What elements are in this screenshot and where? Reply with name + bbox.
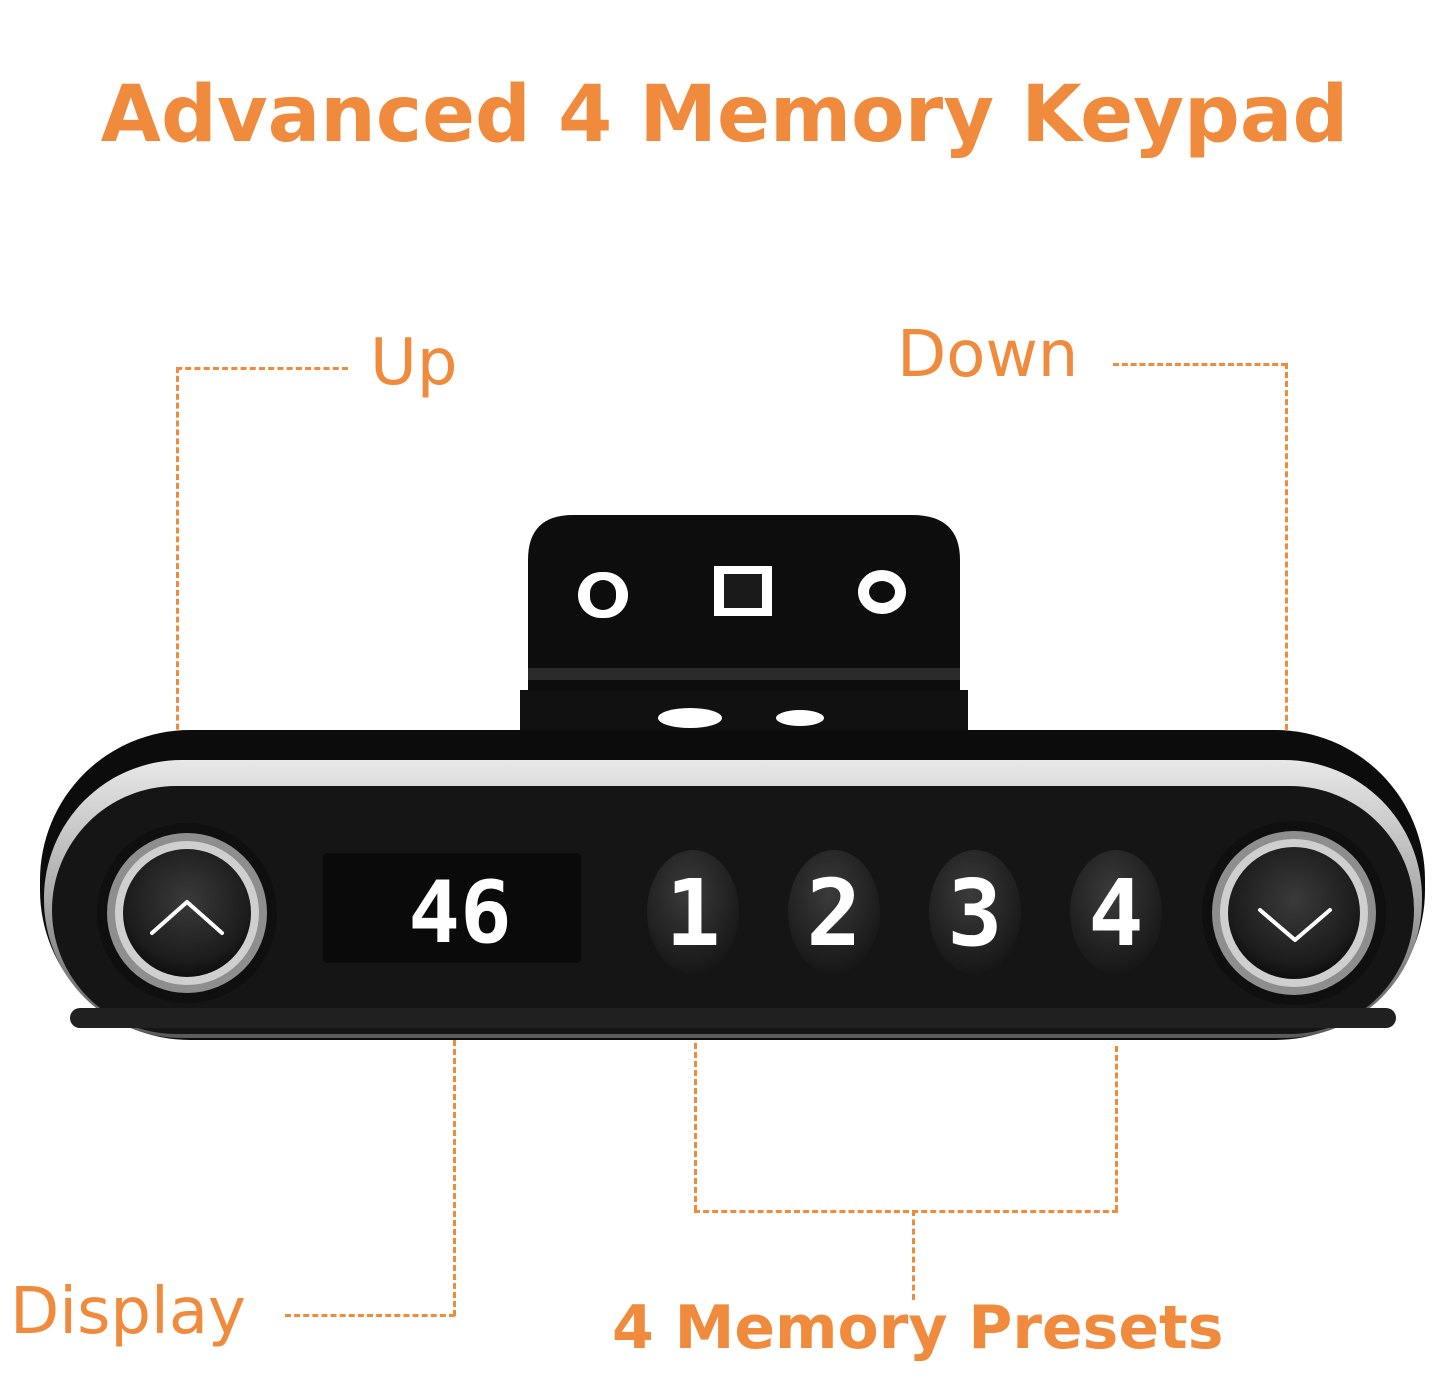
preset-button-2[interactable]: 2 xyxy=(788,850,880,974)
chevron-up-icon xyxy=(150,900,224,935)
preset-button-1[interactable]: 1 xyxy=(647,850,739,974)
presets-callout-line-right xyxy=(1115,1046,1118,1211)
up-label: Up xyxy=(370,326,458,400)
page-title: Advanced 4 Memory Keypad xyxy=(100,70,1349,160)
display-label: Display xyxy=(10,1275,246,1349)
down-button[interactable] xyxy=(1202,821,1386,1005)
up-button[interactable] xyxy=(97,823,277,1003)
display-window: 46 xyxy=(323,853,581,963)
display-callout-line-v xyxy=(453,1040,456,1316)
up-callout-line-h xyxy=(176,367,348,370)
preset-label-3: 3 xyxy=(947,860,1002,967)
presets-callout-line-left xyxy=(694,1043,697,1211)
down-label: Down xyxy=(897,318,1079,392)
up-callout-line-v xyxy=(176,367,179,792)
preset-label-4: 4 xyxy=(1088,860,1143,967)
mounting-bracket xyxy=(520,515,968,735)
chevron-down-icon xyxy=(1258,908,1332,942)
preset-button-3[interactable]: 3 xyxy=(929,850,1021,974)
presets-callout-line-bottom xyxy=(694,1210,1118,1213)
presets-callout-line-center xyxy=(912,1210,915,1300)
display-value: 46 xyxy=(408,863,512,963)
preset-label-2: 2 xyxy=(806,860,861,967)
down-callout-line-v xyxy=(1285,363,1288,793)
preset-button-4[interactable]: 4 xyxy=(1070,850,1162,974)
down-callout-line-h xyxy=(1113,363,1287,366)
preset-label-1: 1 xyxy=(665,860,720,967)
presets-label: 4 Memory Presets xyxy=(612,1293,1224,1363)
display-callout-line-h xyxy=(285,1314,455,1317)
